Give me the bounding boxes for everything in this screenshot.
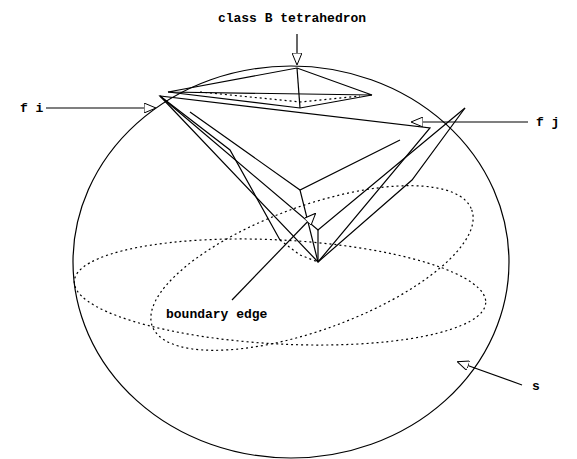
leader-arrow — [458, 362, 522, 385]
leader-arrow — [412, 121, 528, 122]
dotted-circle — [72, 229, 489, 354]
leader-arrow — [46, 107, 155, 108]
edge-callout: boundary edge — [164, 307, 269, 322]
tetrahedra — [160, 96, 465, 262]
sphere-label: s — [530, 379, 542, 394]
class-b-tetrahedron — [168, 68, 372, 108]
title-callout: class B tetrahedron — [216, 11, 368, 26]
leader-arrow — [296, 34, 297, 64]
dotted-circle — [131, 152, 493, 385]
face-label: f i — [18, 101, 45, 116]
sphere-outline — [73, 66, 509, 458]
leader-arrow — [232, 214, 315, 300]
face-label: f j — [534, 115, 561, 130]
